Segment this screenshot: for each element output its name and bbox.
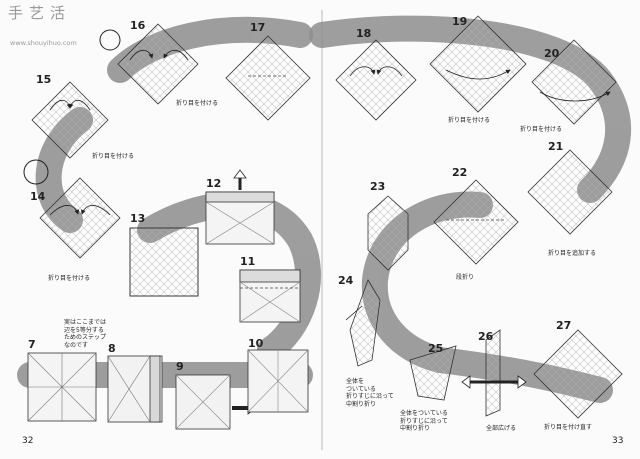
step-number-22: 22 — [452, 166, 468, 179]
step-number-15: 15 — [36, 73, 52, 86]
step-number-20: 20 — [544, 47, 560, 60]
diagram-step-11 — [239, 269, 301, 323]
diagram-step-8 — [107, 355, 163, 423]
step-number-25: 25 — [428, 342, 444, 355]
step-number-17: 17 — [250, 21, 266, 34]
caption-step-20: 折り目を付ける — [520, 126, 563, 133]
diagram-step-17 — [225, 35, 311, 121]
diagram-step-16 — [117, 23, 199, 105]
step-number-23: 23 — [370, 180, 386, 193]
watermark-site: www.shouyihuo.com — [10, 39, 77, 47]
step-number-24: 24 — [338, 274, 354, 287]
step-number-21: 21 — [548, 140, 564, 153]
caption-step-26: 全部広げる — [486, 425, 517, 432]
step-number-11: 11 — [240, 255, 256, 268]
caption-step-19: 折り目を付ける — [448, 117, 491, 124]
diagram-step-20 — [531, 39, 617, 125]
step-number-19: 19 — [452, 15, 468, 28]
step-number-18: 18 — [356, 27, 372, 40]
step-number-27: 27 — [556, 319, 572, 332]
watermark-logo: 手艺活 — [8, 4, 72, 22]
caption-step-21: 折り目を追加する — [548, 250, 597, 257]
diagram-step-27 — [533, 329, 623, 419]
diagram-step-24 — [345, 279, 381, 367]
diagram-step-13 — [129, 227, 199, 297]
page-number-right: 33 — [612, 436, 624, 446]
diagram-step-7 — [27, 352, 97, 422]
step-number-13: 13 — [130, 212, 146, 225]
diagram-step-12 — [205, 169, 275, 245]
step-number-10: 10 — [248, 337, 264, 350]
diagram-step-15 — [31, 81, 109, 159]
diagram-step-22 — [433, 179, 519, 265]
diagram-step-10 — [247, 349, 309, 413]
diagram-step-26 — [461, 329, 527, 417]
diagram-step-18 — [335, 39, 417, 121]
note-step-25: 全体をついている 折りすじに沿って 中割り折り — [400, 410, 448, 432]
diagram-step-23 — [367, 195, 409, 271]
caption-step-22: 段折り — [456, 274, 475, 281]
note-step-24: 全体を ついている 折りすじに沿って 中割り折り — [346, 378, 394, 408]
note-side-divide: 実はここまでは 辺を5等分する ためのステップ なのです — [64, 319, 107, 349]
diagram-step-21 — [527, 149, 613, 235]
caption-step-15: 折り目を付ける — [92, 153, 135, 160]
caption-step-27: 折り目を付け直す — [544, 424, 593, 431]
caption-step-14: 折り目を付ける — [48, 275, 91, 282]
step-number-7: 7 — [28, 338, 36, 351]
step-number-9: 9 — [176, 360, 184, 373]
page-number-left: 32 — [22, 436, 34, 446]
step-number-8: 8 — [108, 342, 116, 355]
diagram-step-14 — [39, 177, 121, 259]
diagram-step-19 — [429, 15, 527, 113]
caption-step-16: 折り目を付ける — [176, 100, 219, 107]
step-number-12: 12 — [206, 177, 222, 190]
step-number-16: 16 — [130, 19, 146, 32]
rotate-arrows — [23, 29, 121, 185]
step-number-26: 26 — [478, 330, 494, 343]
step-number-14: 14 — [30, 190, 46, 203]
diagram-step-25 — [409, 345, 457, 401]
